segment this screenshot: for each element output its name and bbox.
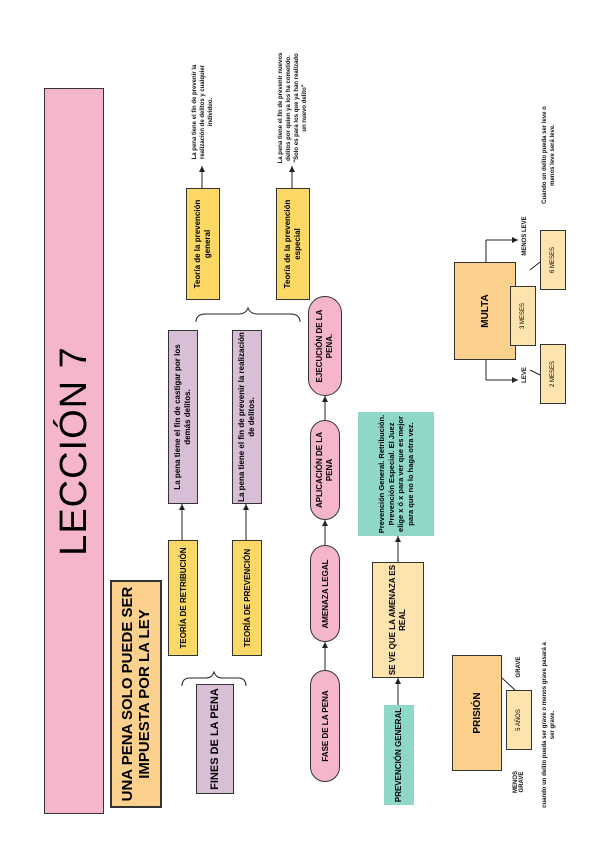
fase-label: FASE DE LA PENA bbox=[320, 690, 330, 762]
multa-box: MULTA bbox=[454, 262, 516, 360]
m2-box: 2 MESES bbox=[540, 344, 566, 404]
retribucion-label: TEORÍA DE RETRIBUCIÓN bbox=[178, 547, 188, 649]
leve-area: LEVE bbox=[518, 358, 532, 392]
leve-label: LEVE bbox=[522, 367, 528, 383]
se-ve-label: SE VE QUE LA AMENAZA ES REAL bbox=[388, 564, 407, 676]
especial-box: Teoría de la prevención especial bbox=[276, 188, 310, 300]
grave-label: GRAVE bbox=[516, 656, 522, 678]
general-desc: La pena tiene el fin de prevenir la real… bbox=[192, 64, 214, 160]
general-box: Teoría de la prevención general bbox=[186, 188, 220, 300]
aplicacion-desc-box: Prevención General. Retribución. Prevenc… bbox=[358, 412, 434, 536]
prision-label: PRISIÓN bbox=[471, 692, 483, 734]
multa-note-area: Cuando un delito pueda ser leve o menos … bbox=[536, 100, 562, 210]
ejecucion-box: EJECUCIÓN DE LA PENA. bbox=[308, 296, 342, 396]
subtitle: UNA PENA SOLO PUEDE SER IMPUESTA POR LA … bbox=[119, 586, 153, 802]
aplicacion-label: APLICACIÓN DE LA PENA bbox=[315, 432, 334, 508]
m6-label: 6 MESES bbox=[550, 247, 556, 274]
amenaza-box: AMENAZA LEGAL bbox=[310, 545, 340, 642]
menos-grave-label: MENOS GRAVE bbox=[513, 771, 525, 794]
prevencion-label: TEORÍA DE PREVENCIÓN bbox=[242, 548, 252, 648]
especial-desc: La pena tiene el fin de prevenir nuevos … bbox=[278, 52, 308, 164]
aplicacion-desc: Prevención General. Retribución. Prevenc… bbox=[377, 414, 415, 534]
subtitle-box: UNA PENA SOLO PUEDE SER IMPUESTA POR LA … bbox=[110, 580, 162, 808]
retribucion-box: TEORÍA DE RETRIBUCIÓN bbox=[168, 540, 198, 656]
prevencion-general-label: PREVENCIÓN GENERAL bbox=[394, 707, 403, 803]
especial-label: Teoría de la prevención especial bbox=[283, 199, 302, 289]
se-ve-box: SE VE QUE LA AMENAZA ES REAL bbox=[372, 562, 424, 678]
line-3m-2m bbox=[529, 369, 541, 376]
title: LECCIÓN 7 bbox=[52, 346, 95, 556]
brace-fines bbox=[181, 670, 247, 687]
general-label: Teoría de la prevención general bbox=[193, 199, 212, 289]
retribucion-desc: La pena tiene el fin de castigar por los… bbox=[173, 344, 192, 490]
fines-label: FINES DE LA PENA bbox=[208, 688, 221, 790]
multa-note: Cuando un delito pueda ser leve o menos … bbox=[542, 106, 556, 204]
multa-label: MULTA bbox=[479, 294, 491, 328]
prision-note: cuando un delito pueda ser grave o menos… bbox=[542, 642, 556, 808]
ejecucion-label: EJECUCIÓN DE LA PENA. bbox=[315, 309, 334, 383]
anos-label: 5 AÑOS bbox=[516, 709, 522, 731]
grave-area: GRAVE bbox=[512, 650, 526, 684]
prevencion-desc: La pena tiene el fin de prevenir la real… bbox=[237, 332, 256, 502]
especial-desc-area: La pena tiene el fin de prevenir nuevos … bbox=[262, 50, 324, 166]
general-desc-area: La pena tiene el fin de prevenir la real… bbox=[176, 60, 230, 164]
menos-grave-area: MENOS GRAVE bbox=[512, 760, 526, 804]
m2-label: 2 MESES bbox=[550, 361, 556, 388]
amenaza-label: AMENAZA LEGAL bbox=[320, 558, 330, 629]
prision-box: PRISIÓN bbox=[452, 655, 502, 771]
m3-label: 3 MESES bbox=[520, 303, 526, 330]
fase-box: FASE DE LA PENA bbox=[310, 670, 340, 782]
brace-prevencion bbox=[195, 306, 301, 323]
aplicacion-box: APLICACIÓN DE LA PENA bbox=[310, 420, 340, 520]
title-box: LECCIÓN 7 bbox=[44, 88, 104, 814]
m3-box: 3 MESES bbox=[510, 286, 536, 346]
anos-box: 5 AÑOS bbox=[506, 690, 532, 750]
m6-box: 6 MESES bbox=[540, 230, 566, 290]
fines-box: FINES DE LA PENA bbox=[196, 684, 234, 794]
prision-note-area: cuando un delito pueda ser grave o menos… bbox=[536, 640, 562, 810]
prevencion-general-box: PREVENCIÓN GENERAL bbox=[384, 705, 414, 805]
prevencion-desc-box: La pena tiene el fin de prevenir la real… bbox=[232, 330, 262, 504]
line-3m-6m bbox=[529, 261, 541, 271]
retribucion-desc-box: La pena tiene el fin de castigar por los… bbox=[168, 330, 198, 504]
menos-leve-area: MENOS LEVE bbox=[518, 210, 532, 262]
menos-leve-label: MENOS LEVE bbox=[522, 216, 528, 256]
prevencion-box: TEORÍA DE PREVENCIÓN bbox=[232, 540, 262, 656]
